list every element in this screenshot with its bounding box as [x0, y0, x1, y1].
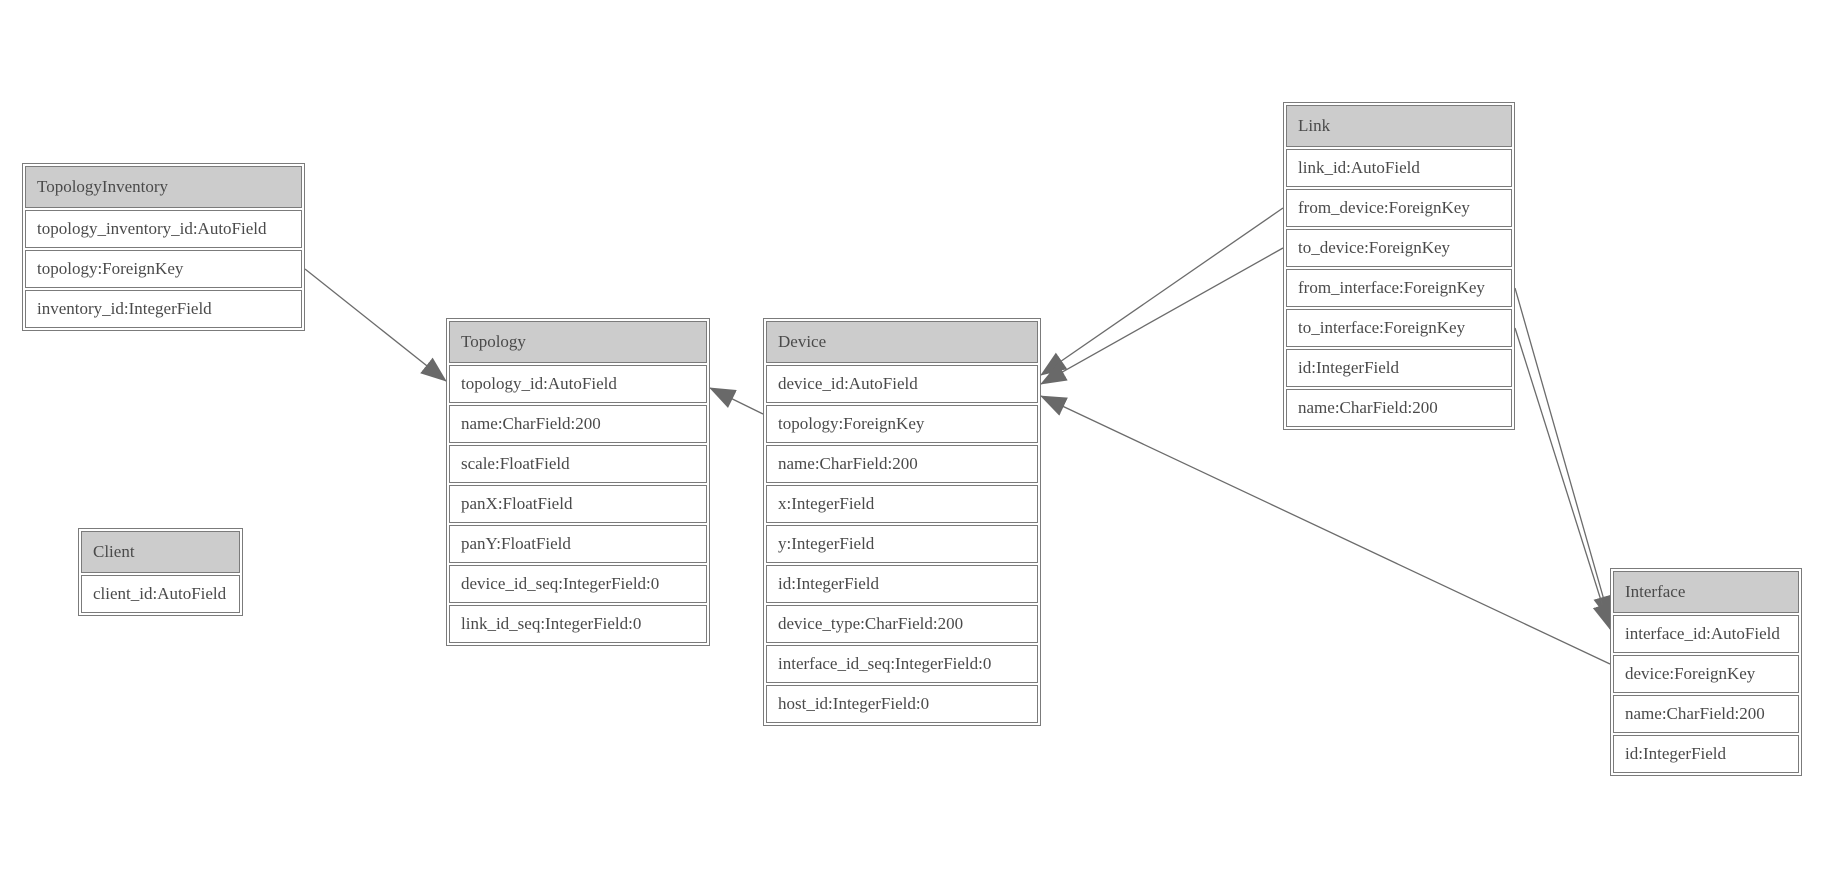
- field-row: device:ForeignKey: [1613, 655, 1799, 693]
- relationship-arrow-link-to-interface: [1514, 327, 1613, 630]
- field-row: link_id:AutoField: [1286, 149, 1512, 187]
- field-row: name:CharField:200: [766, 445, 1038, 483]
- field-row: inventory_id:IntegerField: [25, 290, 302, 328]
- entity-title: Device: [766, 321, 1038, 363]
- field-row: topology:ForeignKey: [766, 405, 1038, 443]
- relationship-arrow-topologyinventory-topology: [304, 268, 447, 382]
- field-row: name:CharField:200: [449, 405, 707, 443]
- field-row: client_id:AutoField: [81, 575, 240, 613]
- field-row: link_id_seq:IntegerField:0: [449, 605, 707, 643]
- relationship-arrow-link-from-device: [1040, 207, 1284, 376]
- field-row: x:IntegerField: [766, 485, 1038, 523]
- field-row: panY:FloatField: [449, 525, 707, 563]
- field-row: to_interface:ForeignKey: [1286, 309, 1512, 347]
- field-row: id:IntegerField: [1286, 349, 1512, 387]
- entity-title: Link: [1286, 105, 1512, 147]
- relationship-arrow-link-from-interface: [1514, 287, 1613, 622]
- field-row: name:CharField:200: [1286, 389, 1512, 427]
- field-row: device_id_seq:IntegerField:0: [449, 565, 707, 603]
- field-row: interface_id:AutoField: [1613, 615, 1799, 653]
- entity-title: Interface: [1613, 571, 1799, 613]
- field-row: id:IntegerField: [1613, 735, 1799, 773]
- field-row: interface_id_seq:IntegerField:0: [766, 645, 1038, 683]
- entity-title: Client: [81, 531, 240, 573]
- field-row: topology_id:AutoField: [449, 365, 707, 403]
- relationship-arrow-link-to-device: [1040, 247, 1284, 385]
- entity-title: Topology: [449, 321, 707, 363]
- field-row: host_id:IntegerField:0: [766, 685, 1038, 723]
- relationship-arrow-interface-device: [1040, 395, 1611, 665]
- field-row: scale:FloatField: [449, 445, 707, 483]
- entity-title: TopologyInventory: [25, 166, 302, 208]
- field-row: device_id:AutoField: [766, 365, 1038, 403]
- field-row: topology:ForeignKey: [25, 250, 302, 288]
- field-row: topology_inventory_id:AutoField: [25, 210, 302, 248]
- field-row: y:IntegerField: [766, 525, 1038, 563]
- field-row: to_device:ForeignKey: [1286, 229, 1512, 267]
- field-row: panX:FloatField: [449, 485, 707, 523]
- field-row: id:IntegerField: [766, 565, 1038, 603]
- field-row: name:CharField:200: [1613, 695, 1799, 733]
- relationship-arrow-device-topology: [709, 387, 764, 415]
- field-row: from_interface:ForeignKey: [1286, 269, 1512, 307]
- field-row: from_device:ForeignKey: [1286, 189, 1512, 227]
- field-row: device_type:CharField:200: [766, 605, 1038, 643]
